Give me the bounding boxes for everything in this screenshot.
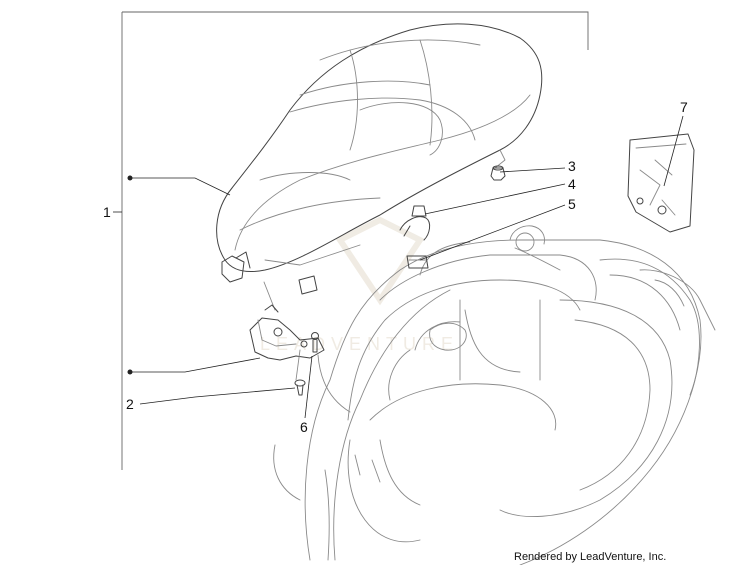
seat-part (216, 23, 543, 311)
callout-2: 2 (126, 396, 134, 412)
leader-lines (127, 115, 684, 419)
scooter-body (273, 225, 716, 565)
callout-4: 4 (568, 176, 576, 192)
callout-7: 7 (680, 99, 688, 115)
callout-6: 6 (300, 419, 308, 435)
cable-part (317, 354, 351, 413)
assembly-frame (121, 11, 589, 470)
callout-5: 5 (568, 196, 576, 212)
rubber-pad-part (298, 255, 429, 295)
bumper-part (490, 165, 506, 181)
clip-part (399, 205, 431, 241)
bolt-part (311, 332, 319, 353)
callout-3: 3 (568, 158, 576, 174)
screw-part (294, 379, 306, 396)
watermark-text: LEADVENTURE (260, 334, 459, 354)
bracket-part (249, 304, 325, 381)
callout-1: 1 (103, 204, 111, 220)
render-credit: Rendered by LeadVenture, Inc. (514, 551, 666, 563)
document-pouch-part (627, 133, 695, 233)
